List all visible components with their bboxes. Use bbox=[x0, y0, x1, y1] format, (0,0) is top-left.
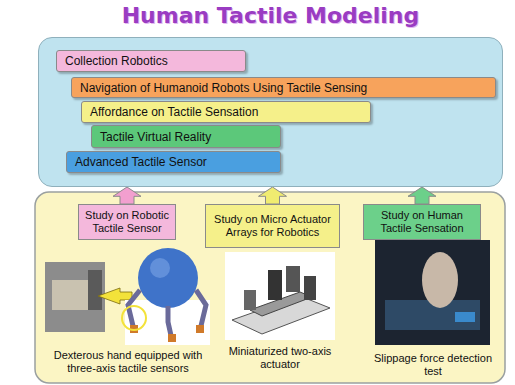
figure-caption: Miniaturized two-axis actuator bbox=[215, 345, 345, 370]
hand-finger bbox=[196, 290, 206, 330]
actuator-ground bbox=[225, 252, 335, 340]
sensor-highlight bbox=[122, 306, 146, 330]
slippage-photo-hand bbox=[422, 252, 458, 308]
hand-finger bbox=[128, 290, 140, 330]
node-label: Advanced Tactile Sensor bbox=[75, 155, 207, 169]
panel-box: Human Tactile ModelingCollection Robotic… bbox=[38, 37, 503, 187]
study-box: Study on Human Tactile Sensation bbox=[363, 204, 481, 240]
node-label: Navigation of Humanoid Robots Using Tact… bbox=[80, 81, 367, 95]
node-label: Affordance on Tactile Sensation bbox=[90, 105, 258, 119]
actuator-block bbox=[286, 266, 300, 292]
study-box: Study on Robotic Tactile Sensor bbox=[78, 204, 176, 240]
slippage-photo-detail bbox=[455, 312, 475, 322]
actuator-block bbox=[244, 290, 256, 310]
actuator-block bbox=[268, 270, 282, 300]
tactile-sensor bbox=[168, 334, 176, 342]
theme-bar: Navigation of Humanoid Robots Using Tact… bbox=[71, 77, 496, 98]
figure-caption: Slippage force detection test bbox=[368, 352, 498, 377]
node-label: Study on Robotic Tactile Sensor bbox=[83, 209, 171, 234]
diagram-title: Human Tactile Modeling bbox=[39, 3, 502, 28]
hand-sphere bbox=[138, 248, 198, 308]
actuator-block bbox=[304, 276, 316, 300]
block-arrow bbox=[408, 187, 436, 204]
hand-sphere-shine bbox=[150, 258, 170, 278]
hand-photo-detail bbox=[52, 280, 92, 310]
hand-photo bbox=[45, 262, 105, 332]
theme-bar: Advanced Tactile Sensor bbox=[66, 151, 281, 173]
node-label: Collection Robotics bbox=[65, 54, 168, 68]
node-label: Tactile Virtual Reality bbox=[100, 130, 211, 144]
theme-bar: Collection Robotics bbox=[56, 50, 246, 72]
bottom-panel bbox=[35, 192, 505, 383]
study-box: Study on Micro Actuator Arrays for Robot… bbox=[205, 204, 340, 248]
theme-bar: Tactile Virtual Reality bbox=[91, 125, 281, 148]
node-label: Study on Micro Actuator Arrays for Robot… bbox=[210, 213, 335, 238]
block-arrow bbox=[113, 187, 141, 204]
hand-photo-detail bbox=[88, 270, 102, 310]
theme-bar: Affordance on Tactile Sensation bbox=[81, 101, 371, 123]
slippage-photo bbox=[375, 240, 490, 345]
node-label: Study on Human Tactile Sensation bbox=[368, 209, 476, 234]
tactile-sensor bbox=[196, 325, 204, 333]
figure-caption: Dexterous hand equipped with three-axis … bbox=[40, 349, 216, 374]
block-arrow bbox=[259, 187, 287, 204]
